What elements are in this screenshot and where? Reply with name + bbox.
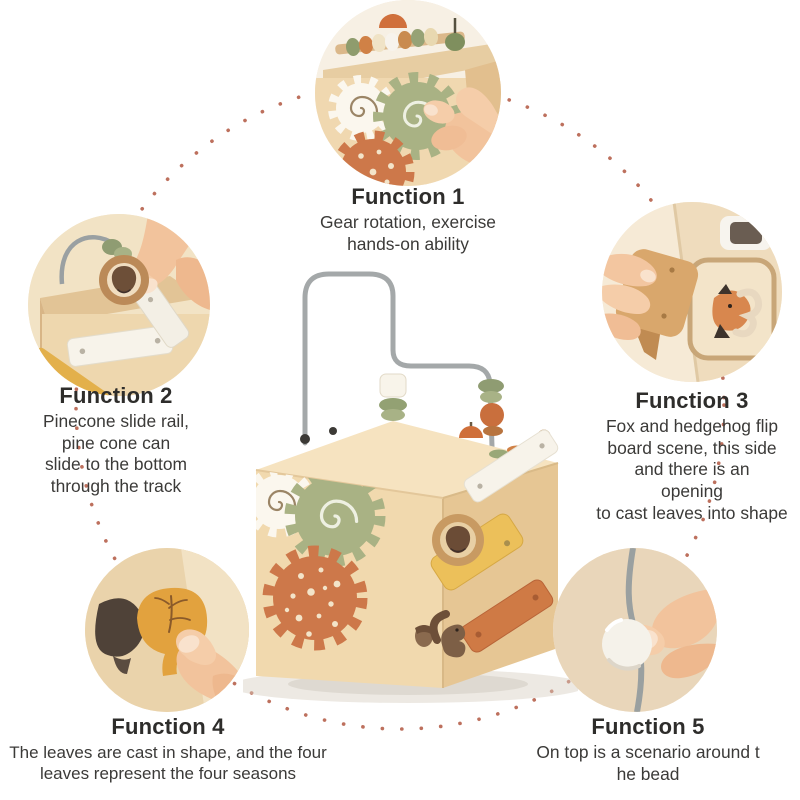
pinecone-disc xyxy=(99,255,149,305)
function-1-caption: Function 1 Gear rotation, exercise hands… xyxy=(268,184,548,255)
function-1-line: Gear rotation, exercise xyxy=(320,212,496,233)
function-5-title: Function 5 xyxy=(591,714,705,739)
function-2-line: slide to the bottom xyxy=(44,454,188,475)
function-4-photo xyxy=(85,548,249,712)
function-1-title: Function 1 xyxy=(351,184,465,209)
fox-flip-board-illustration xyxy=(602,202,782,382)
white-bead xyxy=(602,618,652,671)
function-5-line: On top is a scenario around t xyxy=(536,742,760,763)
function-2-caption: Function 2 Pinecone slide rail, pine con… xyxy=(0,383,232,498)
maze-beads xyxy=(379,373,504,436)
function-2-line: pine cone can xyxy=(61,432,171,453)
wire-grommet xyxy=(300,434,310,444)
activity-cube-photo xyxy=(230,258,586,708)
function-1-line: hands-on ability xyxy=(347,233,469,254)
fox-scene-recess xyxy=(687,257,777,361)
function-4-line: leaves represent the four seasons xyxy=(39,764,297,784)
function-2-line: through the track xyxy=(50,476,182,497)
function-3-line: and there is an xyxy=(634,459,750,480)
function-3-title: Function 3 xyxy=(635,388,749,413)
function-2-line: Pinecone slide rail, xyxy=(43,411,189,432)
function-2-title: Function 2 xyxy=(59,383,173,408)
white-rail xyxy=(463,429,559,503)
function-4-title: Function 4 xyxy=(111,714,225,739)
pinecone-rail-illustration xyxy=(28,214,210,396)
function-3-line: opening xyxy=(661,481,723,502)
leaf-piece xyxy=(137,587,208,676)
function-3-line: board scene, this side xyxy=(607,437,777,458)
function-3-line: to cast leaves into shape xyxy=(596,502,788,523)
orange-rail xyxy=(460,579,554,653)
pinecone-disc xyxy=(432,514,484,566)
wire xyxy=(59,234,116,285)
function-3-caption: Function 3 Fox and hedgehog flip board s… xyxy=(577,388,800,524)
gears-closeup-illustration xyxy=(315,0,501,186)
leaf-shape-sorter-illustration xyxy=(85,548,249,712)
function-2-photo xyxy=(28,214,210,396)
leaf-hole xyxy=(95,598,145,674)
function-3-line: Fox and hedgehog flip xyxy=(605,416,779,437)
bead-maze-wire xyxy=(302,271,496,481)
function-5-photo xyxy=(553,548,717,712)
bead-on-wire-illustration xyxy=(553,548,717,712)
fox-illustration xyxy=(712,284,762,338)
function-5-caption: Function 5 On top is a scenario around t… xyxy=(498,714,798,785)
hand xyxy=(602,253,657,340)
function-4-line: The leaves are cast in shape, and the fo… xyxy=(9,743,327,763)
orange-gear xyxy=(262,545,368,651)
squirrel-illustration xyxy=(415,610,466,658)
function-5-line: he bead xyxy=(616,763,680,784)
function-3-photo xyxy=(602,202,782,382)
function-4-caption: Function 4 The leaves are cast in shape,… xyxy=(0,714,336,784)
wooden-activity-cube-illustration xyxy=(230,271,586,703)
function-1-photo xyxy=(315,0,501,186)
wire-grommet xyxy=(329,427,337,435)
white-rail xyxy=(66,325,174,367)
